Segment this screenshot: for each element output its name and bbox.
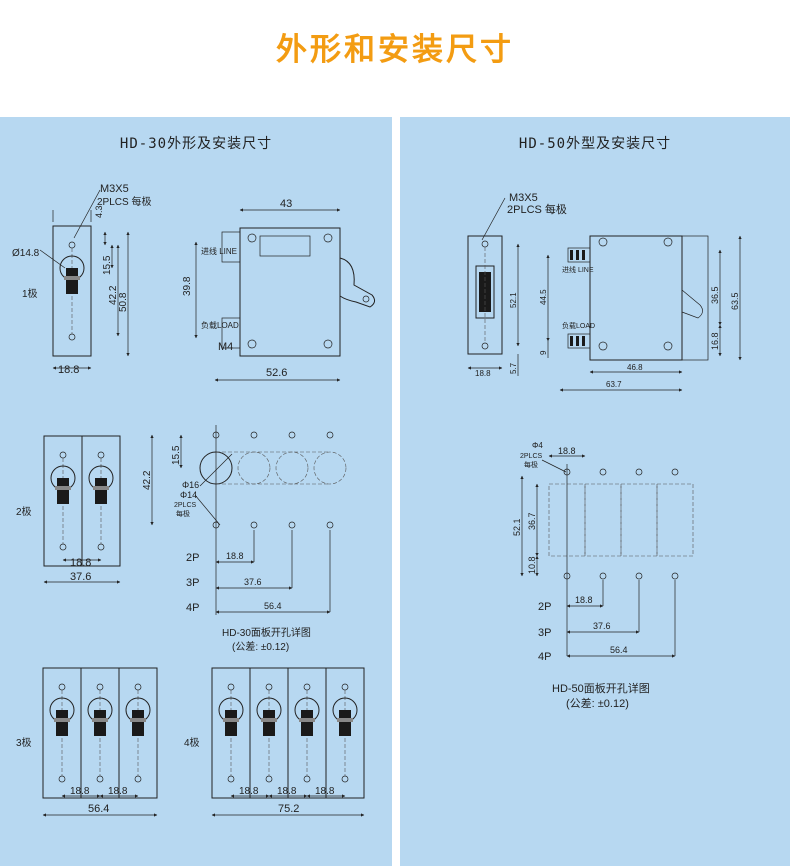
hd30-d43w: 43 — [280, 198, 292, 210]
hd50-d635: 63.5 — [730, 292, 740, 310]
hd30-side-view: 43 39.8 进线 LINE 负载LOAD M4 52.6 — [182, 198, 376, 382]
hd50-p2-value: 18.8 — [575, 595, 593, 605]
hd30-tolerance: (公差: ±0.12) — [232, 640, 289, 653]
hd50-p3-value: 37.6 — [593, 621, 611, 631]
hd50-d521: 52.1 — [509, 292, 518, 308]
hd30-load: 负载LOAD — [201, 320, 239, 330]
hd50-front-view: 18.8 M3X5 2PLCS 每极 52.1 5.7 — [467, 192, 567, 378]
hd30-cut-each: 每极 — [176, 509, 190, 518]
hd50-d365: 36.5 — [710, 286, 720, 304]
hd30-cut-plcs: 2PLCS — [174, 502, 197, 509]
hd50-p4: 4P — [538, 651, 551, 663]
hd30-screw: M3X5 — [100, 183, 129, 195]
hd30-4p-total: 75.2 — [278, 803, 299, 815]
hd30-p2: 2P — [186, 552, 199, 564]
hd30-d508: 50.8 — [118, 292, 129, 312]
hd30-one-pole-front: 18.8 Ø14.8 M3X5 2PLCS 每极 4.3 15.5 42.2 5… — [12, 183, 151, 376]
hd30-p4-value: 56.4 — [264, 601, 282, 611]
hd30-p3-value: 37.6 — [244, 577, 262, 587]
hd50-plcs: 2PLCS 每极 — [507, 202, 567, 216]
hd50-cut-d367: 36.7 — [527, 512, 537, 530]
hd30-line: 进线 LINE — [201, 246, 237, 256]
hd30-p4: 4P — [186, 602, 199, 614]
hd30-p2-value: 18.8 — [226, 551, 244, 561]
hd50-width-188: 18.8 — [475, 369, 491, 378]
hd30-d398: 39.8 — [182, 276, 193, 296]
hd50-d468: 46.8 — [627, 363, 643, 372]
hd30-dia148: Ø14.8 — [12, 248, 40, 259]
hd30-three-pole-label: 3极 — [16, 736, 32, 749]
hd30-one-pole-label: 1极 — [22, 287, 38, 300]
hd50-title: HD-50外型及安装尺寸 — [518, 136, 672, 152]
hd30-d526: 52.6 — [266, 367, 287, 379]
hd30-d43: 4.3 — [94, 205, 104, 218]
hd50-d57: 5.7 — [509, 362, 518, 374]
hd50-d445: 44.5 — [539, 289, 548, 305]
hd30-3p-w2: 18.8 — [108, 786, 128, 797]
hd50-tolerance: (公差: ±0.12) — [566, 696, 629, 710]
hd50-cut-each: 每极 — [524, 460, 538, 469]
hd30-three-pole: 18.8 18.8 56.4 3极 — [16, 667, 158, 817]
hd50-cut-title: HD-50面板开孔详图 — [552, 681, 650, 695]
hd30-plcs: 2PLCS 每极 — [97, 195, 151, 208]
hd50-cut-plcs: 2PLCS — [520, 453, 543, 460]
hd30-d155: 15.5 — [102, 255, 113, 275]
hd30-two-pole-label: 2极 — [16, 505, 32, 518]
hd30-m4: M4 — [218, 341, 233, 353]
hd50-cut-h188: 18.8 — [558, 446, 576, 456]
hd30-phi16: Φ16 — [182, 480, 199, 490]
hd30-cut-d155: 15.5 — [171, 445, 182, 465]
hd30-d422: 42.2 — [108, 285, 119, 305]
hd50-phi4: Φ4 — [532, 441, 543, 450]
hd50-load: 负载LOAD — [562, 321, 595, 330]
hd30-p3: 3P — [186, 577, 199, 589]
hd30-cut-title: HD-30面板开孔详图 — [222, 626, 311, 639]
hd30-four-pole: 18.8 18.8 18.8 75.2 4极 — [184, 667, 365, 817]
hd30-panel-cutout: 15.5 42.2 Φ16 Φ14 2PLCS 每极 2P 18.8 3P 37… — [142, 425, 347, 653]
hd30-d376: 37.6 — [70, 571, 91, 583]
hd50-p2: 2P — [538, 601, 551, 613]
hd30-four-pole-label: 4极 — [184, 736, 200, 749]
hd30-cut-d422: 42.2 — [142, 470, 153, 490]
hd30-two-pole: 18.8 37.6 2极 — [16, 435, 121, 584]
hd30-title: HD-30外形及安装尺寸 — [119, 136, 273, 152]
hd50-p4-value: 56.4 — [610, 645, 628, 655]
hd50-screw: M3X5 — [509, 192, 538, 204]
hd30-phi14: Φ14 — [180, 490, 197, 500]
hd30-4p-w1: 18.8 — [239, 786, 259, 797]
hd50-cut-d108: 10.8 — [527, 556, 537, 574]
hd50-d9: 9 — [539, 350, 548, 355]
hd30-3p-w1: 18.8 — [70, 786, 90, 797]
hd50-cut-d521: 52.1 — [512, 518, 522, 536]
hd50-side-view: 进线 LINE 负载LOAD 44.5 9 36.5 16.8 63.5 46.… — [539, 235, 742, 392]
hd50-d168: 16.8 — [710, 332, 720, 350]
hd30-2p-width: 18.8 — [70, 557, 91, 569]
hd30-4p-w2: 18.8 — [277, 786, 297, 797]
hd30-3p-total: 56.4 — [88, 803, 109, 815]
hd50-panel-cutout: 18.8 Φ4 2PLCS 每极 52.1 36.7 10.8 2P 18.8 … — [512, 441, 694, 710]
hd50-d637: 63.7 — [606, 380, 622, 389]
hd30-4p-w3: 18.8 — [315, 786, 335, 797]
hd50-p3: 3P — [538, 627, 551, 639]
hd50-line: 进线 LINE — [562, 265, 594, 274]
hd30-width-188: 18.8 — [58, 364, 79, 376]
page-title: 外形和安装尺寸 — [276, 32, 514, 68]
hd50-panel: HD-50外型及安装尺寸 — [400, 117, 790, 866]
